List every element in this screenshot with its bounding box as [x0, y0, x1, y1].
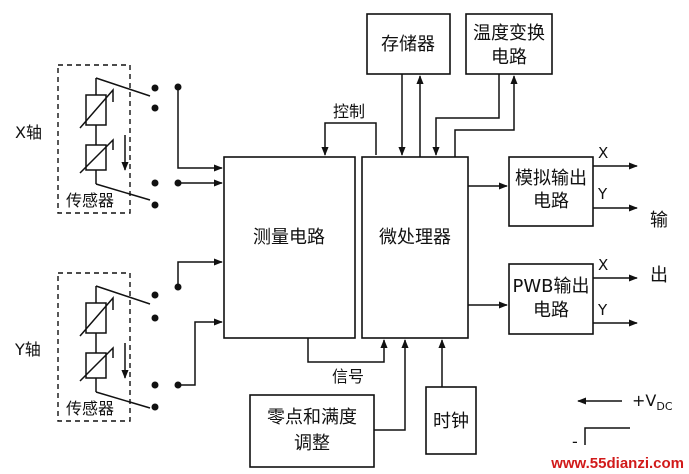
memory-links — [398, 74, 424, 157]
temperature-links — [432, 74, 518, 157]
y-sensor-label: 传感器 — [66, 399, 114, 418]
analog-output-label-2: 电路 — [533, 191, 569, 212]
zero-span-adjust-label-2: 调整 — [294, 433, 330, 454]
pwb-output-y-label: Y — [597, 301, 608, 319]
signal-link — [307, 338, 388, 363]
measurement-circuit-label: 测量电路 — [253, 227, 325, 248]
x-sensor-element — [79, 77, 151, 201]
temperature-conversion-label-1: 温度变换 — [473, 23, 545, 44]
zero-span-adjust-block — [249, 394, 375, 468]
y-axis-label: Y轴 — [14, 340, 41, 359]
temperature-conversion-label-2: 电路 — [491, 47, 527, 68]
memory-block — [366, 13, 451, 75]
x-sensor-dashed-enclosure — [57, 64, 131, 214]
y-sensor-element — [79, 285, 151, 409]
measurement-circuit-block — [223, 156, 356, 339]
x-sensor-switch-contacts — [151, 83, 182, 209]
microprocessor-label: 微处理器 — [379, 227, 451, 248]
x-sensor-label: 传感器 — [66, 191, 114, 210]
clock-label: 时钟 — [433, 411, 469, 432]
pwb-output-label-1: PWB输出 — [512, 276, 589, 297]
temperature-conversion-block — [465, 13, 553, 75]
signal-label: 信号 — [332, 367, 364, 386]
control-link — [321, 122, 377, 156]
control-label: 控制 — [333, 102, 365, 121]
analog-output-lines — [593, 162, 638, 212]
zero-adjust-to-micro-link — [374, 339, 409, 431]
x-sensor-to-measurement-wires — [177, 87, 223, 187]
memory-label: 存储器 — [381, 34, 435, 55]
y-sensor-dashed-enclosure — [57, 272, 131, 422]
microprocessor-block — [361, 156, 469, 339]
pwb-output-label-2: 电路 — [533, 300, 569, 321]
y-sensor-switch-contacts — [151, 283, 182, 411]
output-label-2: 出 — [650, 265, 668, 286]
pwb-output-x-label: X — [598, 256, 608, 274]
analog-output-label-1: 模拟输出 — [515, 168, 587, 189]
zero-span-adjust-label-1: 零点和满度 — [267, 407, 357, 428]
ground-legend-symbol — [584, 427, 630, 445]
vdc-legend-label: +VDC — [632, 391, 673, 413]
x-axis-label: X轴 — [15, 123, 42, 142]
output-label-1: 输 — [650, 210, 668, 231]
ground-legend-sign: - — [572, 432, 578, 451]
clock-block — [425, 386, 477, 455]
pwb-output-block — [508, 263, 594, 335]
y-sensor-to-measurement-wires — [177, 258, 223, 386]
analog-output-y-label: Y — [597, 185, 608, 203]
watermark: www.55dianzi.com — [550, 455, 684, 472]
analog-output-block — [508, 156, 594, 227]
pwb-output-lines — [593, 274, 638, 327]
analog-output-x-label: X — [598, 144, 608, 162]
